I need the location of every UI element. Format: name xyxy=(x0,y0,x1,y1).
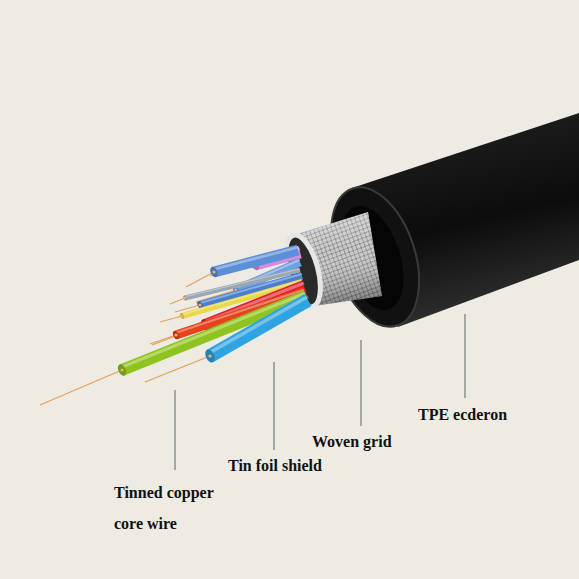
core-tip xyxy=(198,303,201,306)
copper-core xyxy=(145,356,210,382)
wire-highlight xyxy=(122,293,306,367)
wire-end xyxy=(116,363,128,377)
copper-core xyxy=(150,335,176,344)
part-label: Tin foil shield xyxy=(228,456,322,476)
core-tip xyxy=(174,333,177,336)
wire-end xyxy=(203,348,217,364)
wire-end xyxy=(209,266,220,279)
leader-line xyxy=(273,362,274,450)
copper-core xyxy=(40,370,122,405)
wire-insulation xyxy=(122,296,306,370)
insulated-wire xyxy=(40,293,306,405)
leader-line xyxy=(174,390,175,470)
copper-core xyxy=(186,272,214,287)
part-label: Tinned copper core wire xyxy=(114,477,236,539)
wire-bundle xyxy=(40,247,308,405)
copper-core xyxy=(160,316,182,322)
wire-end xyxy=(179,313,185,320)
insulated-wire xyxy=(145,297,308,383)
leader-line xyxy=(360,340,361,426)
leader-line xyxy=(464,314,465,398)
wire-end xyxy=(172,330,181,340)
core-tip xyxy=(120,368,123,371)
core-tip xyxy=(180,314,183,317)
core-tip xyxy=(183,296,186,299)
wire-insulation xyxy=(210,300,308,356)
part-label: Woven grid xyxy=(312,432,392,452)
wire-highlight xyxy=(210,297,308,353)
core-tip xyxy=(208,354,211,357)
part-label: TPE ecderon xyxy=(418,405,507,425)
copper-core xyxy=(170,298,185,304)
wire-end xyxy=(183,295,188,301)
core-tip xyxy=(212,270,215,273)
